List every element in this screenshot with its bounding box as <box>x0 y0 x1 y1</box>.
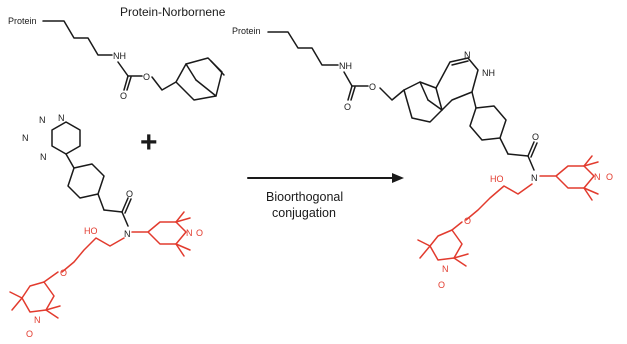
arrow-head <box>392 173 404 183</box>
tempo-ring-1-reactant <box>131 221 187 245</box>
protein-label-reactant: Protein <box>8 16 37 26</box>
svg-text:N: N <box>442 264 449 274</box>
carbonyl-o-product: O <box>344 102 351 112</box>
amide-o-product: O <box>532 132 539 142</box>
alkyl-chain-product <box>267 31 339 66</box>
linker-chain-product <box>465 183 533 221</box>
tempo-ring-1-product <box>539 165 595 189</box>
nh-ring-product: NH <box>482 68 495 78</box>
nitroxide-o-2-product: O <box>438 280 445 290</box>
svg-text:N: N <box>40 152 47 162</box>
protein-norbornene-title: Protein-Norbornene <box>120 5 226 19</box>
phenyl-ring-product <box>469 105 507 141</box>
reaction-arrow: Bioorthogonal conjugation <box>247 173 404 220</box>
arrow-label-line2: conjugation <box>272 206 336 220</box>
protein-norbornene-reactant: Protein-Norbornene Protein NH O O <box>8 5 226 101</box>
ether-o-product: O <box>464 216 471 226</box>
ether-o-reactant: O <box>60 268 67 278</box>
phenyl-ring-reactant <box>67 163 105 199</box>
nitroxide-o-2-reactant: O <box>26 329 33 339</box>
svg-text:N: N <box>34 315 41 325</box>
tetrazine-ring <box>51 121 81 155</box>
pyridazine-ring-product <box>435 57 479 111</box>
norbornene-ring <box>175 57 223 101</box>
ester-o-reactant: O <box>143 72 150 82</box>
carbonyl-o-reactant: O <box>120 91 127 101</box>
svg-text:N: N <box>22 133 29 143</box>
nitroxide-o-1-reactant: O <box>196 228 203 238</box>
ho-label-product: HO <box>490 174 504 184</box>
amide-n-product: N <box>531 173 538 183</box>
svg-text:N: N <box>39 115 46 125</box>
alkyl-chain-reactant <box>42 20 113 56</box>
ester-o-product: O <box>369 82 376 92</box>
linker-chain-reactant <box>61 237 125 273</box>
nitroxide-o-1-product: O <box>606 172 613 182</box>
svg-text:N: N <box>594 172 601 182</box>
arrow-label-line1: Bioorthogonal <box>266 190 343 204</box>
nh-label-reactant: NH <box>113 51 126 61</box>
protein-label-product: Protein <box>232 26 261 36</box>
svg-text:N: N <box>58 113 65 123</box>
svg-text:N: N <box>186 228 193 238</box>
conjugate-product: Protein NH O O N NH O N N O <box>232 26 613 290</box>
tetrazine-bis-tempo-reactant: N N N N O N N O HO O N O <box>9 113 203 339</box>
tempo-ring-2-product <box>429 229 463 261</box>
nh-label-product: NH <box>339 61 352 71</box>
amide-n-reactant: N <box>124 229 131 239</box>
amide-o-reactant: O <box>126 189 133 199</box>
carbamate-bond <box>117 61 129 77</box>
svg-text:N: N <box>464 50 471 60</box>
tempo-ring-2-reactant <box>21 281 55 313</box>
ho-label-reactant: HO <box>84 226 98 236</box>
plus-sign: + <box>140 126 158 159</box>
